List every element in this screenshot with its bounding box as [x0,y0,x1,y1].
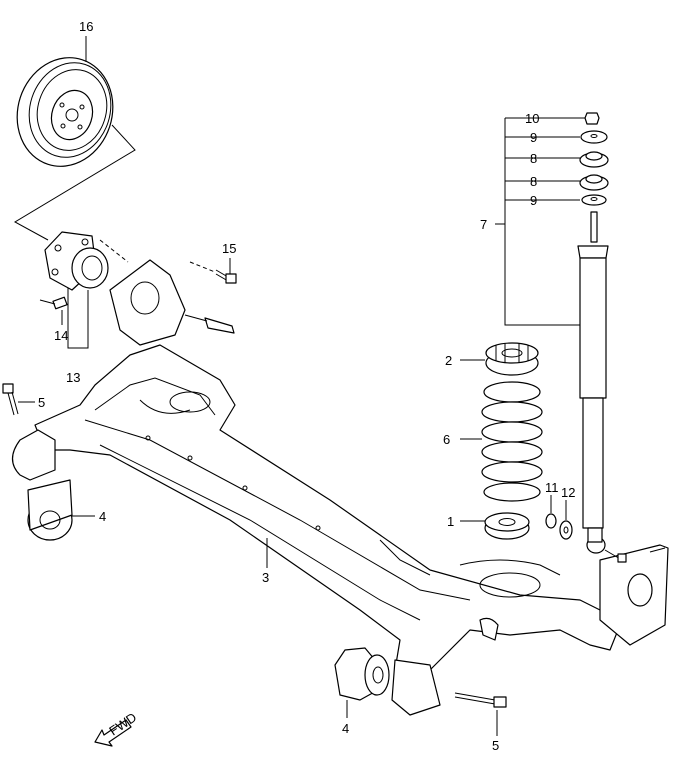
shock-nut [584,112,600,125]
callout-1: 1 [447,514,454,529]
left-knuckle [109,259,235,346]
callout-9-upper: 9 [530,130,537,145]
callout-4-left: 4 [99,509,106,524]
shock-absorber [577,211,627,563]
callout-5-right: 5 [492,738,499,753]
bolt-left [2,383,19,416]
wheel-hub [44,231,109,291]
coil-spring [481,381,543,502]
callout-2: 2 [445,353,452,368]
bracket-7 [504,118,585,326]
callout-4-right: 4 [342,721,349,736]
leader-13 [67,288,89,349]
fwd-arrow-icon: FWD [94,709,139,747]
callout-9-lower: 9 [530,193,537,208]
callout-5-left: 5 [38,395,45,410]
bushing-right [334,647,441,716]
callout-10: 10 [525,111,539,126]
callout-13: 13 [66,370,80,385]
callout-3: 3 [262,570,269,585]
callout-12: 12 [561,485,575,500]
callout-6: 6 [443,432,450,447]
lower-washer [559,520,573,540]
hub-bolt [39,296,68,310]
callout-14: 14 [54,328,68,343]
spring-seat-lower [484,512,530,540]
hub-guide [99,239,129,263]
shock-cushion-lower [579,174,609,191]
bushing-left [11,429,73,541]
shock-washer-upper [580,130,608,144]
callout-7: 7 [480,217,487,232]
callout-11: 11 [545,480,559,495]
bolt-right [454,692,507,708]
callout-15: 15 [222,241,236,256]
brake-drum [16,57,114,167]
right-bracket [599,544,669,646]
fwd-label: FWD [106,709,139,738]
callout-16: 16 [79,19,93,34]
drum-leader [13,124,136,241]
spring-seat-upper [485,342,539,376]
knuckle-bolt [215,269,237,284]
axle-beam [34,344,621,681]
shock-cushion-upper [579,151,609,168]
callout-8-lower: 8 [530,174,537,189]
shock-washer-lower [581,194,607,206]
bolt-guide [189,261,216,273]
callout-8-upper: 8 [530,151,537,166]
lower-nut [545,513,557,529]
